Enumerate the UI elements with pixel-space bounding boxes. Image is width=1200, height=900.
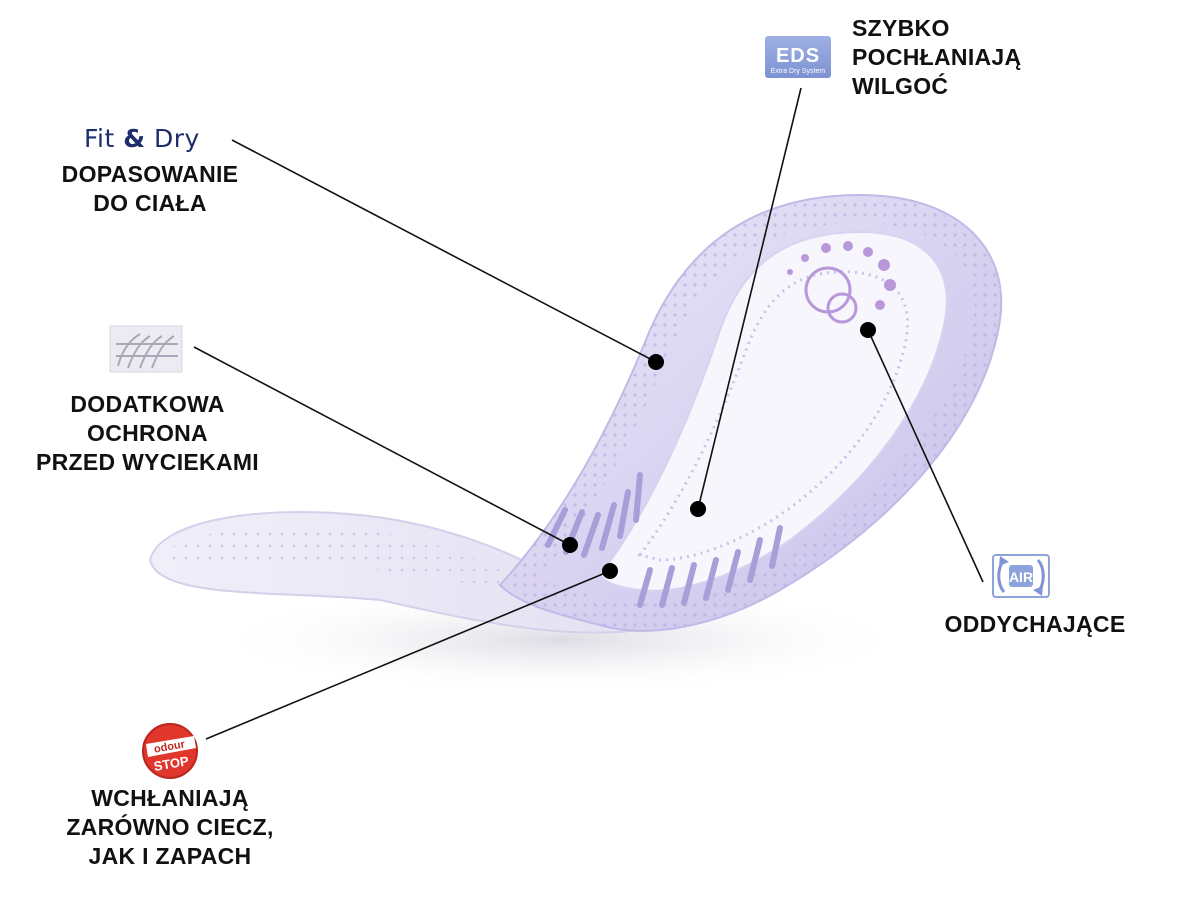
leader-dot-eds [690, 501, 706, 517]
eds-logo: EDS Extra Dry System [765, 36, 831, 78]
callout-odour-line: JAK I ZAPACH [88, 843, 252, 869]
air-arrowhead-down-icon [1033, 586, 1043, 596]
pad-purple-dots [787, 241, 896, 310]
air-logo-text: AIR [1009, 569, 1033, 585]
air-arrowhead-up-icon [999, 556, 1009, 566]
leak-barrier-icon [109, 325, 183, 373]
odour-logo-top: odour [153, 738, 186, 755]
pad-front-flap-dots [165, 527, 540, 595]
callout-barriers-line: DODATKOWA [70, 391, 225, 417]
leader-dot-barriers [562, 537, 578, 553]
leader-dots [562, 322, 876, 579]
fit-dry-logo-part1: Fit [84, 124, 115, 153]
leader-dot-fit-dry [648, 354, 664, 370]
callout-fit-dry: DOPASOWANIE DO CIAŁA [50, 160, 250, 218]
eds-logo-subtitle: Extra Dry System [771, 68, 826, 75]
leader-line-barriers [193, 346, 571, 546]
fit-dry-logo-amp: & [123, 124, 146, 153]
leader-dot-air [860, 322, 876, 338]
callout-air-line: ODDYCHAJĄCE [944, 611, 1126, 637]
leader-line-odour [205, 570, 611, 740]
leader-dot-odour [602, 563, 618, 579]
leader-line-air [867, 329, 984, 583]
leader-line-eds [697, 87, 802, 510]
pad-illustration [148, 193, 1003, 695]
callout-eds-line: WILGOĆ [852, 73, 949, 99]
callout-air: ODDYCHAJĄCE [925, 610, 1145, 639]
leader-lines [193, 87, 984, 740]
fit-dry-logo: Fit & Dry [84, 124, 200, 153]
callout-eds: SZYBKO POCHŁANIAJĄ WILGOĆ [852, 14, 1072, 101]
callout-odour-line: ZARÓWNO CIECZ, [66, 814, 274, 840]
odour-stop-logo: odour STOP [142, 723, 198, 779]
odour-logo-bottom: STOP [153, 753, 191, 774]
callout-barriers-line: OCHRONA [87, 420, 208, 446]
pad-purple-motif [804, 266, 858, 324]
callout-odour-line: WCHŁANIAJĄ [91, 785, 249, 811]
callout-eds-line: POCHŁANIAJĄ [852, 44, 1022, 70]
callout-fit-dry-line: DO CIAŁA [93, 190, 207, 216]
callout-fit-dry-line: DOPASOWANIE [61, 161, 239, 187]
callout-barriers: DODATKOWA OCHRONA PRZED WYCIEKAMI [20, 390, 275, 477]
eds-logo-title: EDS [776, 45, 820, 67]
callout-odour: WCHŁANIAJĄ ZARÓWNO CIECZ, JAK I ZAPACH [40, 784, 300, 871]
callout-eds-line: SZYBKO [852, 15, 950, 41]
leader-line-fit-dry [231, 139, 657, 363]
callout-barriers-line: PRZED WYCIEKAMI [36, 449, 259, 475]
pad-core-dotted-ring [637, 270, 910, 562]
air-logo: AIR [992, 554, 1050, 598]
fit-dry-logo-part2: Dry [154, 124, 200, 153]
leak-barrier-right [637, 525, 783, 608]
pad-border-dots [501, 196, 1001, 630]
